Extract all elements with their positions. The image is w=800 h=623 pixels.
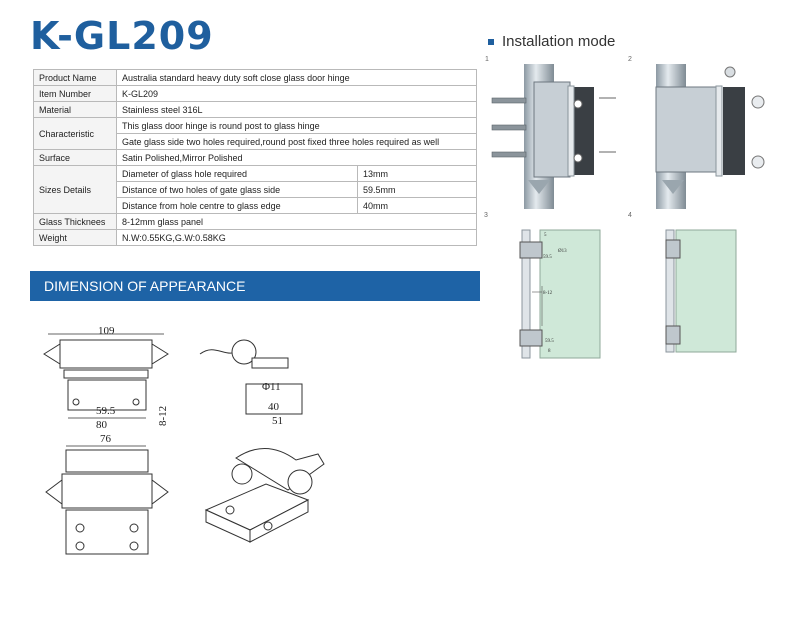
dim-label: 51 bbox=[272, 415, 283, 427]
dim-label: Φ11 bbox=[262, 381, 281, 393]
installation-heading-text: Installation mode bbox=[502, 33, 616, 50]
bullet-icon bbox=[488, 39, 494, 46]
installation-heading: Installation mode bbox=[488, 33, 615, 50]
dim-label: 59.5 bbox=[545, 339, 554, 344]
spec-label: Characteristic bbox=[33, 117, 117, 150]
side-view-drawing: Φ11 40 51 bbox=[199, 339, 303, 427]
glass-thickness-dim: 8-12 bbox=[157, 406, 169, 426]
table-row: Characteristic This glass door hinge is … bbox=[33, 117, 477, 150]
size-value: 40mm bbox=[357, 197, 477, 214]
dim-label: 5 bbox=[544, 233, 547, 238]
size-name: Diameter of glass hole required bbox=[116, 165, 358, 182]
step-number: 2 bbox=[628, 56, 632, 63]
dim-label: 76 bbox=[100, 433, 112, 445]
spec-value: This glass door hinge is round post to g… bbox=[116, 117, 477, 134]
table-row: Surface Satin Polished,Mirror Polished bbox=[33, 149, 477, 166]
dim-label: 59.5 bbox=[543, 255, 552, 260]
dim-label: 8 bbox=[548, 349, 551, 354]
dimension-heading-bar: DIMENSION OF APPEARANCE bbox=[30, 271, 480, 301]
table-row: Distance of two holes of gate glass side… bbox=[34, 181, 477, 198]
table-row: Glass Thicknees 8-12mm glass panel bbox=[33, 213, 477, 230]
dim-label: 109 bbox=[98, 325, 115, 337]
dimension-heading: DIMENSION OF APPEARANCE bbox=[44, 278, 246, 294]
table-row: Material Stainless steel 316L bbox=[33, 101, 477, 118]
spec-value: Satin Polished,Mirror Polished bbox=[116, 149, 477, 166]
spec-value: N.W:0.55KG,G.W:0.58KG bbox=[116, 229, 477, 246]
table-row: Item Number K-GL209 bbox=[33, 85, 477, 102]
spec-label: Item Number bbox=[33, 85, 117, 102]
dim-label: 8-12 bbox=[157, 406, 169, 426]
table-row: Sizes Details Diameter of glass hole req… bbox=[33, 165, 477, 214]
dim-label: 59.5 bbox=[96, 405, 116, 417]
install-step2-illustration bbox=[655, 64, 765, 209]
step-number: 3 bbox=[484, 212, 488, 219]
spec-label: Surface bbox=[33, 149, 117, 166]
spec-label: Material bbox=[33, 101, 117, 118]
spec-label: Weight bbox=[33, 229, 117, 246]
step-number: 1 bbox=[485, 56, 489, 63]
install-step4-diagram bbox=[665, 229, 737, 353]
spec-value: K-GL209 bbox=[116, 85, 477, 102]
table-row: Distance from hole centre to glass edge … bbox=[34, 197, 477, 214]
size-value: 59.5mm bbox=[357, 181, 477, 198]
front-view-drawing: 109 59.5 80 bbox=[43, 325, 169, 431]
spec-label: Product Name bbox=[33, 69, 117, 86]
step-number: 4 bbox=[628, 212, 632, 219]
install-step3-diagram: 5 Ø13 59.5 8-12 59.5 8 bbox=[519, 229, 601, 359]
spec-label: Glass Thicknees bbox=[33, 213, 117, 230]
install-step1-illustration bbox=[491, 64, 616, 209]
spec-table: Product Name Australia standard heavy du… bbox=[33, 69, 477, 246]
page-title: K-GL209 bbox=[30, 14, 214, 58]
spec-label: Sizes Details bbox=[33, 165, 117, 214]
rear-view-drawing: 76 bbox=[45, 433, 169, 555]
dim-label: 80 bbox=[96, 419, 108, 431]
spec-value: Australia standard heavy duty soft close… bbox=[116, 69, 477, 86]
size-value: 13mm bbox=[357, 165, 477, 182]
dim-label: 8-12 bbox=[543, 291, 553, 296]
table-row: Weight N.W:0.55KG,G.W:0.58KG bbox=[33, 229, 477, 246]
perspective-drawing bbox=[204, 448, 325, 543]
spec-value: Stainless steel 316L bbox=[116, 101, 477, 118]
size-name: Distance of two holes of gate glass side bbox=[116, 181, 358, 198]
dim-label: 40 bbox=[268, 401, 280, 413]
table-row: Product Name Australia standard heavy du… bbox=[33, 69, 477, 86]
spec-value: 8-12mm glass panel bbox=[116, 213, 477, 230]
dim-label: Ø13 bbox=[558, 249, 567, 254]
spec-value: Gate glass side two holes required,round… bbox=[116, 133, 477, 150]
size-name: Distance from hole centre to glass edge bbox=[116, 197, 358, 214]
